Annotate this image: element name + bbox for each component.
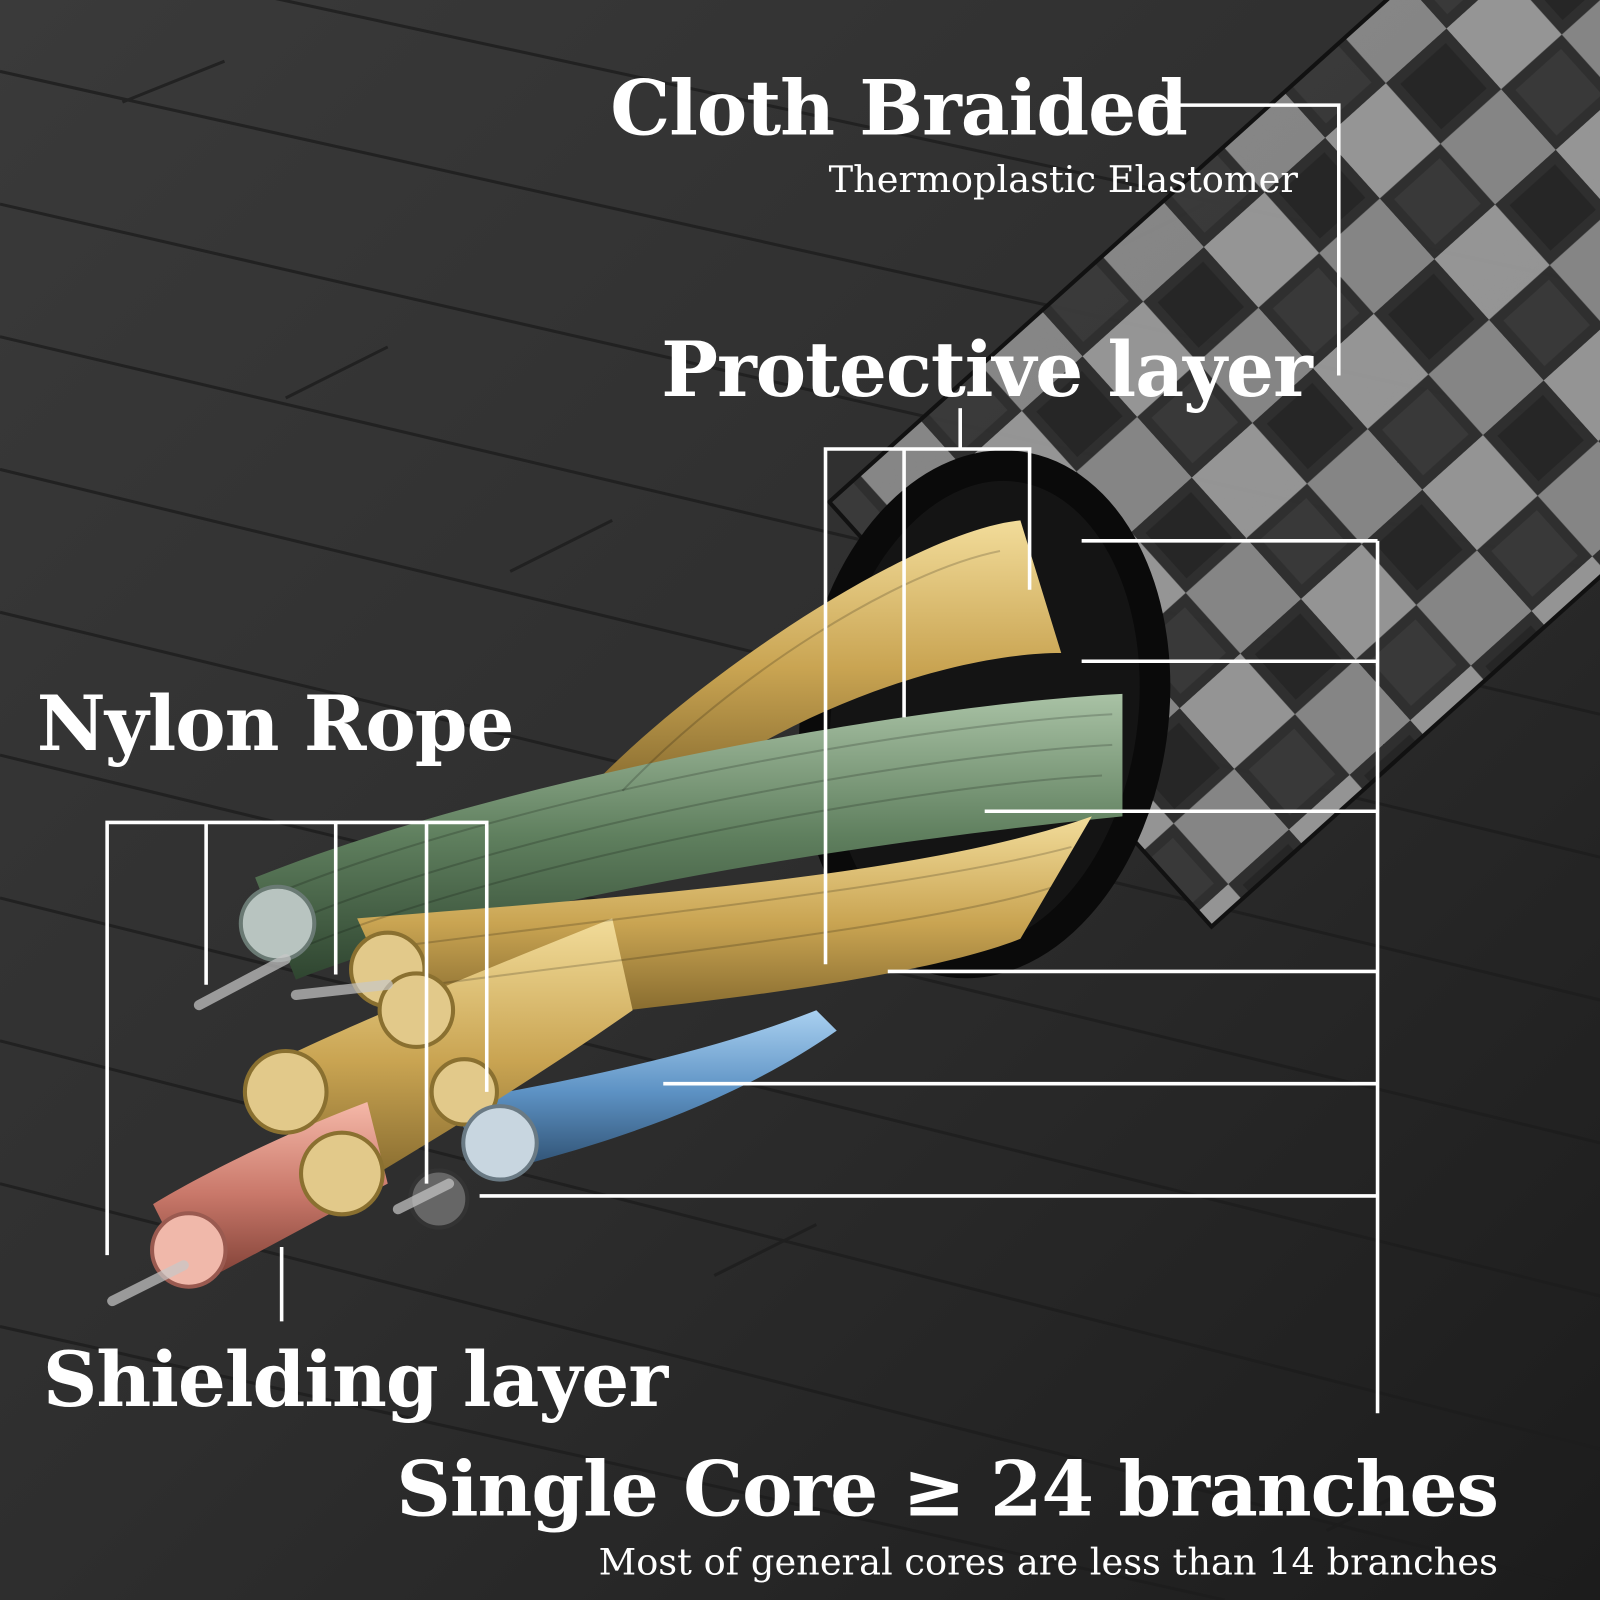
cloth-braided-title: Cloth Braided [610,64,1187,153]
protective-layer-bracket [823,447,1032,965]
nylon-rope-title: Nylon Rope [37,679,514,768]
leader-lines [105,103,1380,1414]
wire-bundles [107,520,1123,1307]
protective-layer-title: Protective layer [661,325,1314,414]
green-wire-bundle [255,693,1123,980]
gold-wire-bundle-top [602,520,1062,817]
shielding-layer-title: Shielding layer [43,1335,669,1424]
cloth-braided-leader [1151,103,1341,376]
blue-wire-bundle [448,1010,837,1174]
cloth-braided-subtitle: Thermoplastic Elastomer [829,158,1299,201]
single-core-subtitle: Most of general cores are less than 14 b… [599,1540,1498,1583]
single-core-title: Single Core ≥ 24 branches [396,1444,1498,1533]
nylon-rope-bracket [105,820,489,1256]
